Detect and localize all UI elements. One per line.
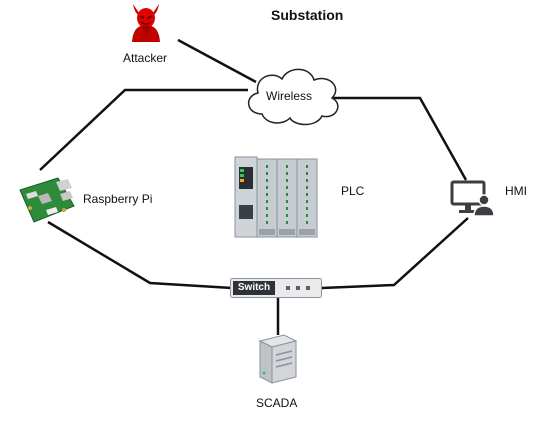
- diagram-title: Substation: [271, 7, 344, 23]
- attacker-label: Attacker: [123, 51, 168, 65]
- computer-user-icon: [450, 180, 495, 217]
- wireless-node[interactable]: [240, 62, 346, 128]
- raspberry-pi-label: Raspberry Pi: [83, 192, 153, 206]
- plc-controller-icon: [234, 156, 318, 238]
- plc-label: PLC: [341, 184, 365, 198]
- link-wireless-raspberry: [39, 88, 248, 171]
- hmi-label: HMI: [505, 184, 527, 198]
- hmi-node[interactable]: [450, 180, 496, 218]
- raspberry-pi-board-icon: [19, 177, 75, 223]
- devil-icon: [132, 4, 160, 42]
- wireless-label: Wireless: [266, 89, 313, 103]
- link-wireless-hmi: [333, 96, 468, 181]
- cloud-icon: [248, 68, 339, 126]
- scada-node[interactable]: [256, 333, 298, 385]
- link-switch-hmi: [321, 217, 469, 290]
- link-attacker-wireless: [177, 38, 257, 84]
- server-icon: [258, 334, 298, 384]
- attacker-node[interactable]: [128, 0, 164, 42]
- plc-node[interactable]: [233, 155, 319, 239]
- scada-label: SCADA: [256, 396, 298, 410]
- switch-label: Switch: [237, 282, 271, 293]
- switch-node[interactable]: Switch: [230, 278, 322, 298]
- link-raspberry-switch: [47, 220, 233, 290]
- raspberry-pi-node[interactable]: [18, 176, 76, 224]
- network-switch-icon: [230, 278, 322, 298]
